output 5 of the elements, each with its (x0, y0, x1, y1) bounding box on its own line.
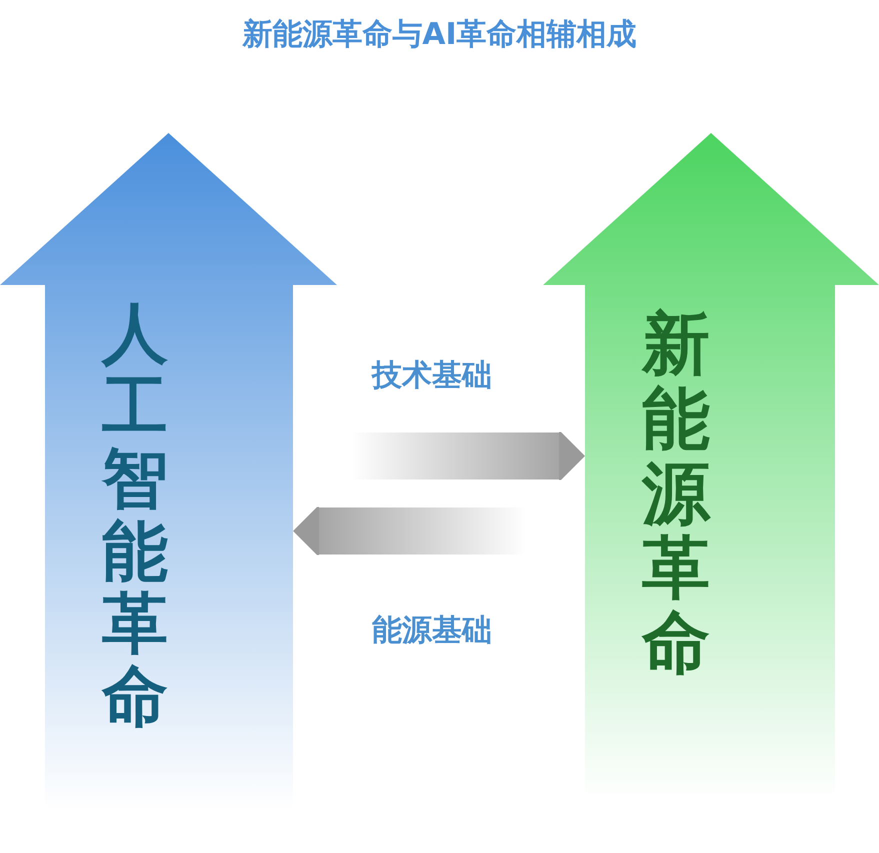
edge-label: 能源基础 (371, 612, 493, 650)
edge-label: 技术基础 (370, 357, 493, 395)
vertical-label: 人工智能革命 (102, 298, 168, 734)
vertical-label: 新能源革命 (642, 308, 710, 682)
diagram-title: 新能源革命与AI革命相辅相成 (241, 16, 638, 54)
